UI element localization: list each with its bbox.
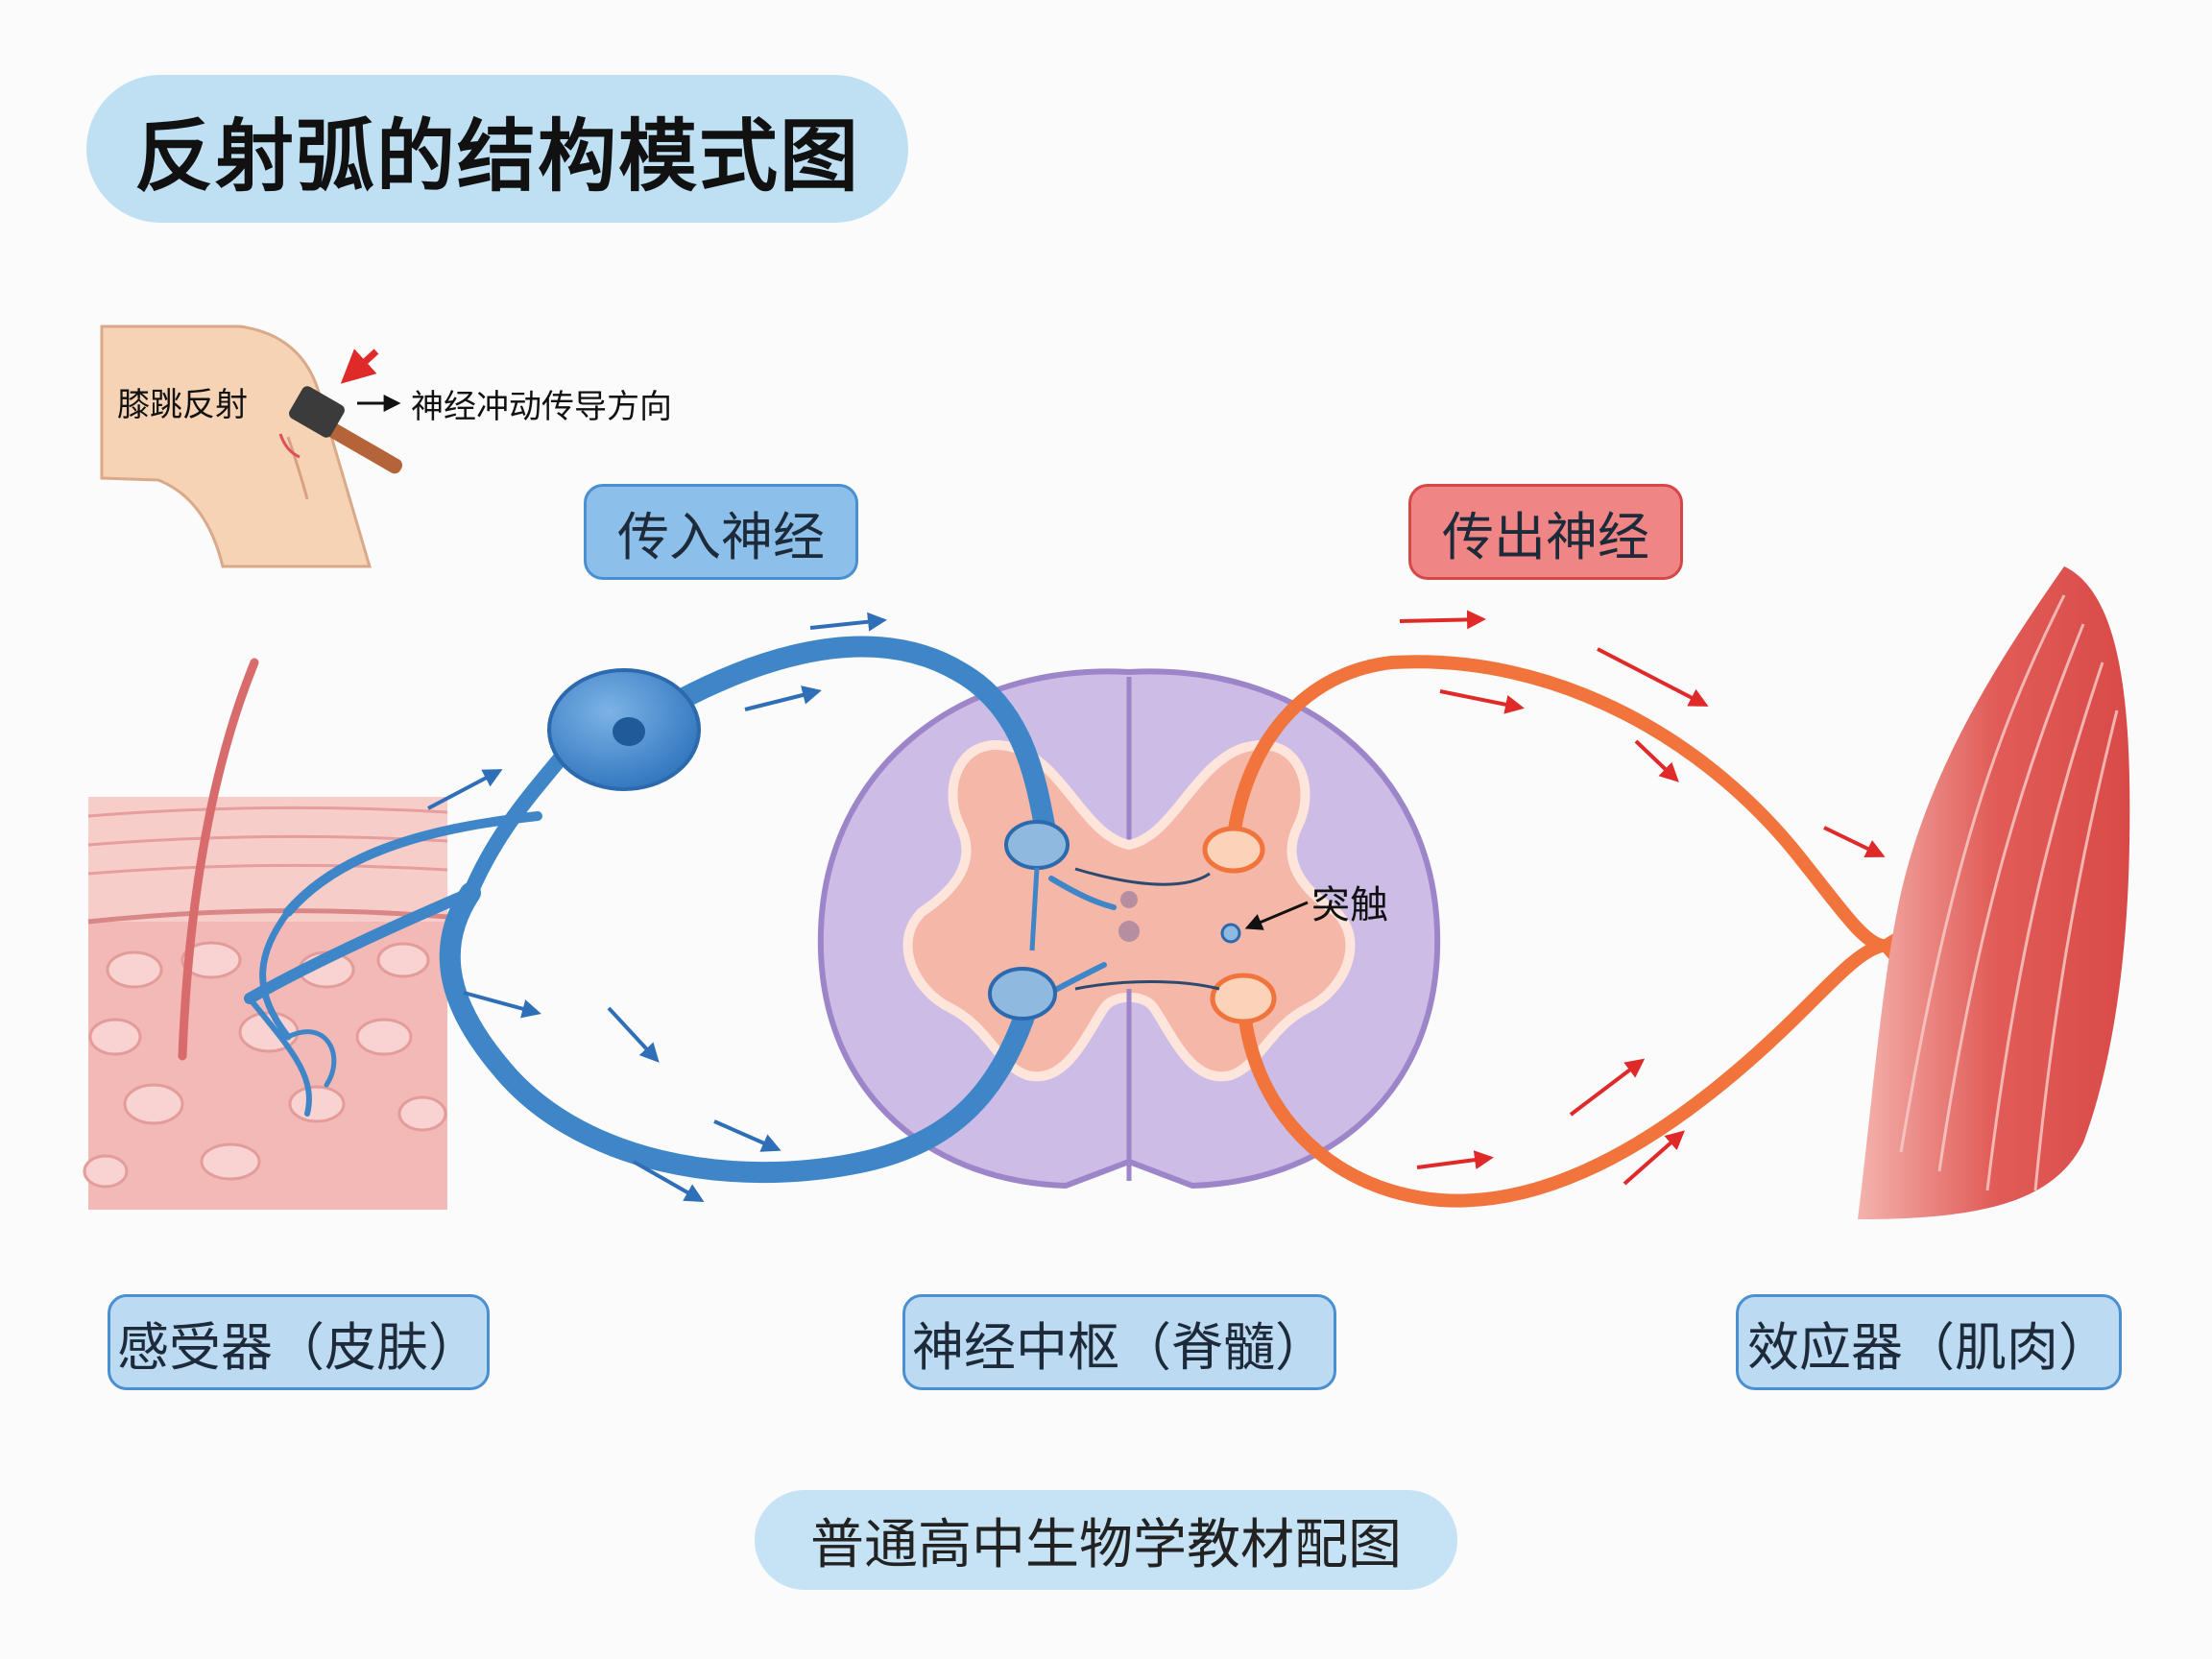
afferent-nerve-label: 传入神经 [584,484,858,580]
reflex-hammer-icon [289,386,403,474]
skin-tissue [83,658,448,1210]
knee-leg [100,325,373,568]
strike-arrow-icon [340,349,379,384]
interneuron-upper [1004,820,1070,870]
interneuron-lower [988,967,1057,1021]
motor-soma-upper [1202,826,1265,874]
knee-inset [100,325,373,568]
effector-label: 效应器（肌肉） [1736,1294,2122,1390]
knee-reflex-label: 膝跳反射 [117,386,248,424]
synapse-pointer [1244,901,1309,930]
efferent-direction-arrows [1399,610,1886,1186]
impulse-direction-label: 神经冲动传导方向 [411,388,672,426]
footer-caption: 普通高中生物学教材配图 [755,1490,1457,1590]
receptor-label: 感受器（皮肤） [108,1294,490,1390]
hair-shaft [178,658,259,1061]
afferent-direction-arrows [427,612,887,1202]
page-title: 反射弧的结构模式图 [86,75,908,223]
motor-soma-lower [1210,973,1277,1024]
synapse-point [1220,923,1241,944]
nerve-center-label: 神经中枢（脊髓） [902,1294,1336,1390]
synapse-label: 突触 [1311,883,1388,927]
efferent-nerve-label: 传出神经 [1408,484,1683,580]
muscle-effector [1858,566,2130,1219]
